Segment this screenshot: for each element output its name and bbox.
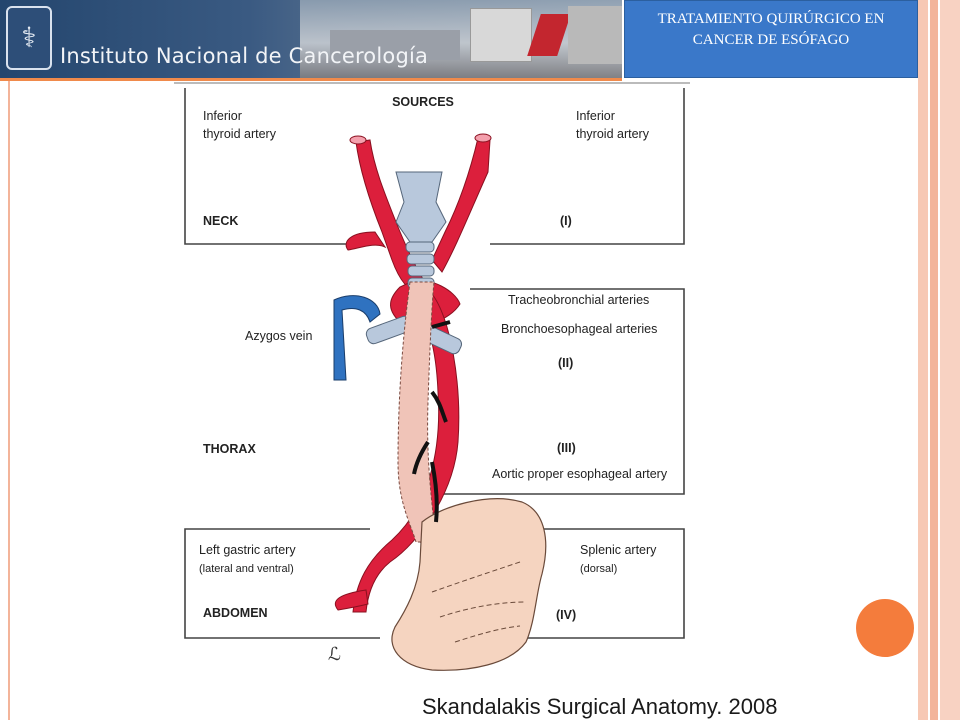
decor-stripe: [928, 0, 930, 720]
decor-stripe: [940, 0, 960, 720]
header-banner: ⚕ Instituto Nacional de Cancerología: [0, 0, 622, 81]
label-left-gastric: Left gastric artery: [199, 543, 296, 557]
abdomen-box: [184, 528, 685, 639]
artist-signature: ℒ: [328, 644, 341, 664]
neck-box: [184, 88, 685, 245]
figure-caption: Skandalakis Surgical Anatomy. 2008: [422, 694, 778, 719]
esophageal-branches: [412, 320, 451, 523]
esophagus: [397, 281, 437, 543]
banner-building: [470, 8, 532, 62]
label-inferior-thyroid-left: thyroid artery: [203, 127, 277, 141]
roman-numeral-4: (IV): [556, 608, 576, 622]
slide-title: TRATAMIENTO QUIRÚRGICO EN CANCER DE ESÓF…: [624, 0, 918, 78]
artery-cut-end: [474, 133, 492, 143]
region-thorax: THORAX: [203, 442, 256, 456]
azygos-vein: [333, 295, 381, 381]
label-splenic: Splenic artery: [580, 543, 657, 557]
esophagus-blood-supply-diagram: ℒ SOURCES Inferior thyroid artery Inferi…: [174, 82, 690, 671]
banner-building: [330, 30, 460, 60]
label-aortic-esophageal: Aortic proper esophageal artery: [492, 467, 668, 481]
thorax-box: [438, 288, 685, 495]
decor-stripe: [938, 0, 940, 720]
decor-stripe: [930, 0, 938, 720]
trachea: [365, 171, 463, 355]
decor-circle: [856, 599, 914, 657]
artery-cut-end: [349, 135, 367, 145]
label-splenic-detail: (dorsal): [580, 563, 617, 575]
decor-stripe: [918, 0, 928, 720]
roman-numeral-2: (II): [558, 356, 573, 370]
roman-numeral-3: (III): [557, 441, 576, 455]
institution-name: Instituto Nacional de Cancerología: [60, 44, 429, 68]
region-neck: NECK: [203, 214, 238, 228]
region-abdomen: ABDOMEN: [203, 606, 268, 620]
institution-logo-icon: ⚕: [6, 6, 52, 70]
label-inferior-thyroid-right: Inferior: [576, 109, 615, 123]
label-left-gastric-detail: (lateral and ventral): [199, 563, 294, 575]
label-inferior-thyroid-left: Inferior: [203, 109, 242, 123]
label-tracheobronchial: Tracheobronchial arteries: [508, 293, 649, 307]
banner-building: [568, 6, 622, 64]
decor-line: [8, 78, 10, 720]
label-azygos-vein: Azygos vein: [245, 329, 312, 343]
slide-title-line: TRATAMIENTO QUIRÚRGICO EN: [657, 11, 885, 27]
label-bronchoesophageal: Bronchoesophageal arteries: [501, 322, 657, 336]
roman-numeral-1: (I): [560, 214, 572, 228]
stomach: [391, 498, 547, 671]
sources-label: SOURCES: [392, 95, 454, 109]
label-inferior-thyroid-right: thyroid artery: [576, 127, 650, 141]
slide-title-line: CANCER DE ESÓFAGO: [692, 32, 850, 48]
stomach-vessels: [431, 561, 527, 643]
